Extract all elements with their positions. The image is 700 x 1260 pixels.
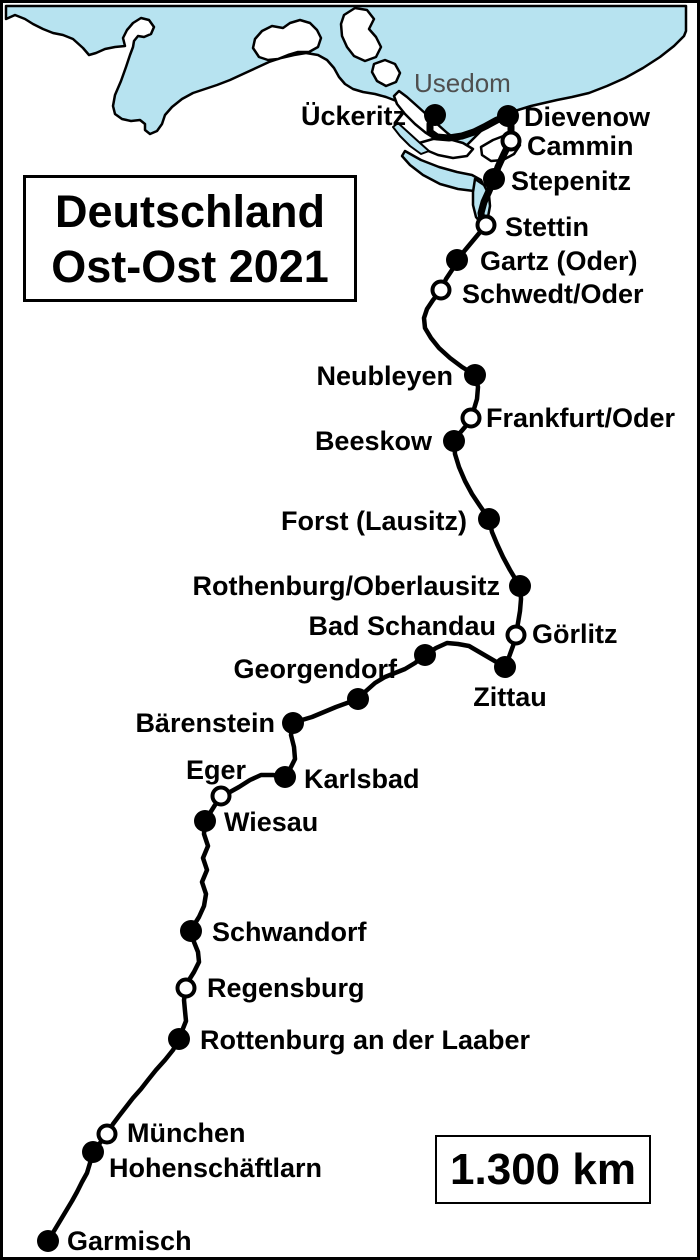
station-marker-open-eger: [210, 785, 232, 807]
route-map: Ückeritz DievenowCamminStepenitzStettinGa…: [4, 4, 688, 1256]
distance-label: 1.300 km: [450, 1144, 636, 1194]
achterwasser-channel: [392, 122, 430, 155]
station-marker-filled-schwandorf: [180, 920, 202, 942]
station-marker-open-cammin: [500, 130, 522, 152]
station-label-eger: Eger: [186, 755, 247, 785]
station-label-rothenburg-oberlausitz: Rothenburg/Oberlausitz: [192, 571, 500, 601]
station-marker-filled-ückeritz: [424, 104, 446, 126]
station-label-zittau: Zittau: [473, 682, 547, 712]
station-marker-filled-wiesau: [194, 810, 216, 832]
station-label-schwandorf: Schwandorf: [212, 917, 368, 947]
distance-box: 1.300 km: [435, 1135, 651, 1204]
station-label-wiesau: Wiesau: [224, 807, 318, 837]
island-ruegen: [251, 18, 323, 62]
station-marker-filled-dievenow: [497, 105, 519, 127]
station-label-schwedt-oder: Schwedt/Oder: [462, 279, 644, 309]
station-label-forst-lausitz: Forst (Lausitz): [281, 506, 467, 536]
station-label-ückeritz: Ückeritz: [301, 101, 406, 131]
station-marker-filled-bad-schandau: [414, 644, 436, 666]
station-label-bärenstein: Bärenstein: [135, 708, 275, 738]
station-label-görlitz: Görlitz: [532, 619, 618, 649]
station-label-dievenow: Dievenow: [524, 102, 651, 132]
station-label-hohenschäftlarn: Hohenschäftlarn: [109, 1153, 322, 1183]
station-marker-filled-gartz-oder: [446, 249, 468, 271]
station-marker-filled-stepenitz: [483, 168, 505, 190]
station-label-bad-schandau: Bad Schandau: [308, 611, 496, 641]
station-label-beeskow: Beeskow: [315, 426, 433, 456]
station-marker-filled-rottenburg-an-der-laaber: [168, 1028, 190, 1050]
station-label-stepenitz: Stepenitz: [511, 166, 631, 196]
station-label-rottenburg-an-der-laaber: Rottenburg an der Laaber: [200, 1025, 531, 1055]
station-marker-filled-rothenburg-oberlausitz: [509, 575, 531, 597]
station-marker-open-frankfurt-oder: [460, 407, 482, 429]
station-label-neubleyen: Neubleyen: [316, 361, 453, 391]
station-label-karlsbad: Karlsbad: [304, 764, 420, 794]
station-marker-filled-karlsbad: [274, 766, 296, 788]
station-marker-filled-beeskow: [443, 430, 465, 452]
station-label-cammin: Cammin: [527, 131, 634, 161]
station-label-münchen: München: [127, 1118, 246, 1148]
station-label-regensburg: Regensburg: [207, 973, 365, 1003]
station-marker-open-stettin: [475, 214, 497, 236]
station-label-gartz-oder: Gartz (Oder): [480, 246, 638, 276]
title-box: Deutschland Ost-Ost 2021: [23, 175, 357, 302]
station-marker-open-regensburg: [175, 977, 197, 999]
station-label-garmisch: Garmisch: [67, 1226, 192, 1256]
region-label-usedom: Usedom: [414, 68, 511, 98]
island-northeast-b: [370, 58, 402, 88]
station-marker-open-münchen: [96, 1123, 118, 1145]
station-marker-filled-zittau: [494, 656, 516, 678]
title-line-1: Deutschland: [54, 185, 326, 237]
station-marker-filled-georgendorf: [347, 688, 369, 710]
station-marker-filled-bärenstein: [282, 712, 304, 734]
baltic-sea: [4, 4, 688, 150]
station-marker-open-görlitz: [505, 624, 527, 646]
station-label-frankfurt-oder: Frankfurt/Oder: [486, 403, 676, 433]
station-label-georgendorf: Georgendorf: [233, 654, 398, 684]
station-label-stettin: Stettin: [505, 212, 589, 242]
station-marker-filled-forst-lausitz: [478, 508, 500, 530]
station-marker-open-schwedt-oder: [430, 279, 452, 301]
island-northeast-a: [339, 6, 383, 63]
station-marker-filled-neubleyen: [464, 364, 486, 386]
title-line-2: Ost-Ost 2021: [51, 240, 329, 292]
station-marker-filled-garmisch: [37, 1230, 59, 1252]
station-marker-filled-hohenschäftlarn: [82, 1141, 104, 1163]
